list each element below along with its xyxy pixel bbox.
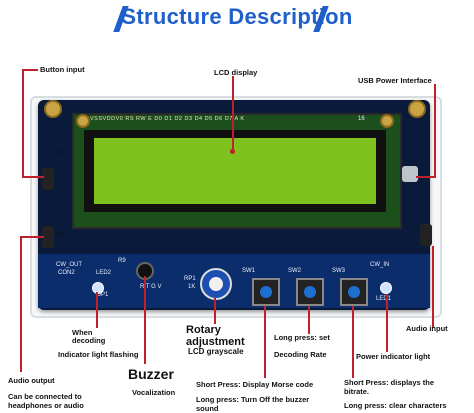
screw-top-right: [408, 100, 426, 118]
page-title: Structure Description: [121, 4, 353, 29]
leader-button-input-end: [22, 176, 44, 178]
leader-rotary: [214, 298, 216, 324]
sw1-button[interactable]: [252, 278, 280, 306]
audio-output-jack: [42, 226, 54, 248]
label-when-decoding-2: decoding: [72, 336, 106, 345]
lcd-screen: [94, 138, 376, 204]
label-buzzer: Buzzer: [128, 366, 174, 382]
label-rotary-2: adjustment: [186, 336, 245, 348]
rp1-label: RP1: [184, 276, 196, 282]
label-indicator-flashing: Indicator light flashing: [58, 350, 139, 359]
sw3-label: SW3: [332, 268, 346, 274]
label-power-indicator: Power indicator light: [356, 352, 431, 361]
rp1-value: 1K: [188, 284, 196, 290]
lcd-pin-header: VSSVDDV0 RS RW E D0 D1 D2 D3 D4 D5 D6 D7…: [90, 116, 245, 122]
leader-usb-end: [416, 176, 436, 178]
label-audio-output-desc1: Can be connected to: [8, 392, 82, 401]
sw1-label: SW1: [242, 268, 256, 274]
lcd-screw-left: [76, 114, 90, 128]
leader-lcd: [232, 76, 234, 150]
label-vocalization: Vocalization: [132, 388, 176, 397]
label-long-press-clear: Long press: clear characters: [344, 401, 447, 410]
con2-label: CON2: [58, 270, 75, 276]
button-input-jack: [42, 168, 54, 190]
usb-port: [402, 166, 418, 182]
lcd-screw-right: [380, 114, 394, 128]
label-audio-output-desc2: headphones or audio: [8, 401, 84, 410]
screw-top-left: [44, 100, 62, 118]
label-short-press-bitrate-1: Short Press: displays the: [344, 378, 435, 387]
leader-power-led: [386, 294, 388, 352]
n2-label: N2: [56, 232, 64, 238]
leader-sw2: [308, 306, 310, 334]
lcd-model-label: 16: [358, 116, 365, 122]
leader-buzzer: [144, 276, 146, 364]
label-decoding-rate: Decoding Rate: [274, 350, 327, 359]
leader-button-input-h: [22, 69, 38, 71]
cw-in-label: CW_IN: [370, 262, 390, 268]
grayscale-potentiometer[interactable]: [200, 268, 232, 300]
leader-lcd-dot: [230, 149, 235, 154]
label-long-press-buzzer: Long press: Turn Off the buzzer: [196, 395, 310, 404]
leader-sw1: [264, 306, 266, 378]
label-short-press-bitrate-2: bitrate.: [344, 387, 370, 396]
leader-audio-output: [20, 236, 22, 372]
sw2-button[interactable]: [296, 278, 324, 306]
label-rotary-1: Rotary: [186, 324, 221, 336]
leader-usb: [434, 84, 436, 176]
label-short-press-morse: Short Press: Display Morse code: [196, 380, 314, 389]
sw2-label: SW2: [288, 268, 302, 274]
cw-out-label: CW_OUT: [56, 262, 82, 268]
label-audio-input: Audio input: [406, 324, 448, 333]
power-led: [380, 282, 392, 294]
decoding-led: [92, 282, 104, 294]
label-lcd-display: LCD display: [214, 68, 258, 77]
led2-label: LED2: [96, 270, 112, 276]
label-long-press-set: Long press: set: [274, 333, 330, 342]
r9-label: R9: [118, 258, 126, 264]
rtgv-label: R T G V: [140, 284, 162, 290]
co-label: CO: [56, 150, 65, 156]
label-lcd-grayscale: LCD grayscale: [188, 347, 244, 356]
label-button-input: Button input: [40, 65, 85, 74]
leader-button-input: [22, 69, 24, 177]
label-when-decoding-1: When: [72, 328, 93, 337]
label-audio-output: Audio output: [8, 376, 55, 385]
led1-label: LED1: [376, 296, 392, 302]
label-sound: sound: [196, 404, 219, 413]
audio-input-jack: [420, 224, 432, 246]
leader-decoding-led: [96, 292, 98, 328]
label-usb-power: USB Power Interface: [358, 76, 432, 85]
leader-audio-output-h: [20, 236, 44, 238]
leader-audio-input: [432, 246, 434, 328]
jp1-label: JP1: [98, 292, 109, 298]
leader-sw3: [352, 306, 354, 378]
sw3-button[interactable]: [340, 278, 368, 306]
